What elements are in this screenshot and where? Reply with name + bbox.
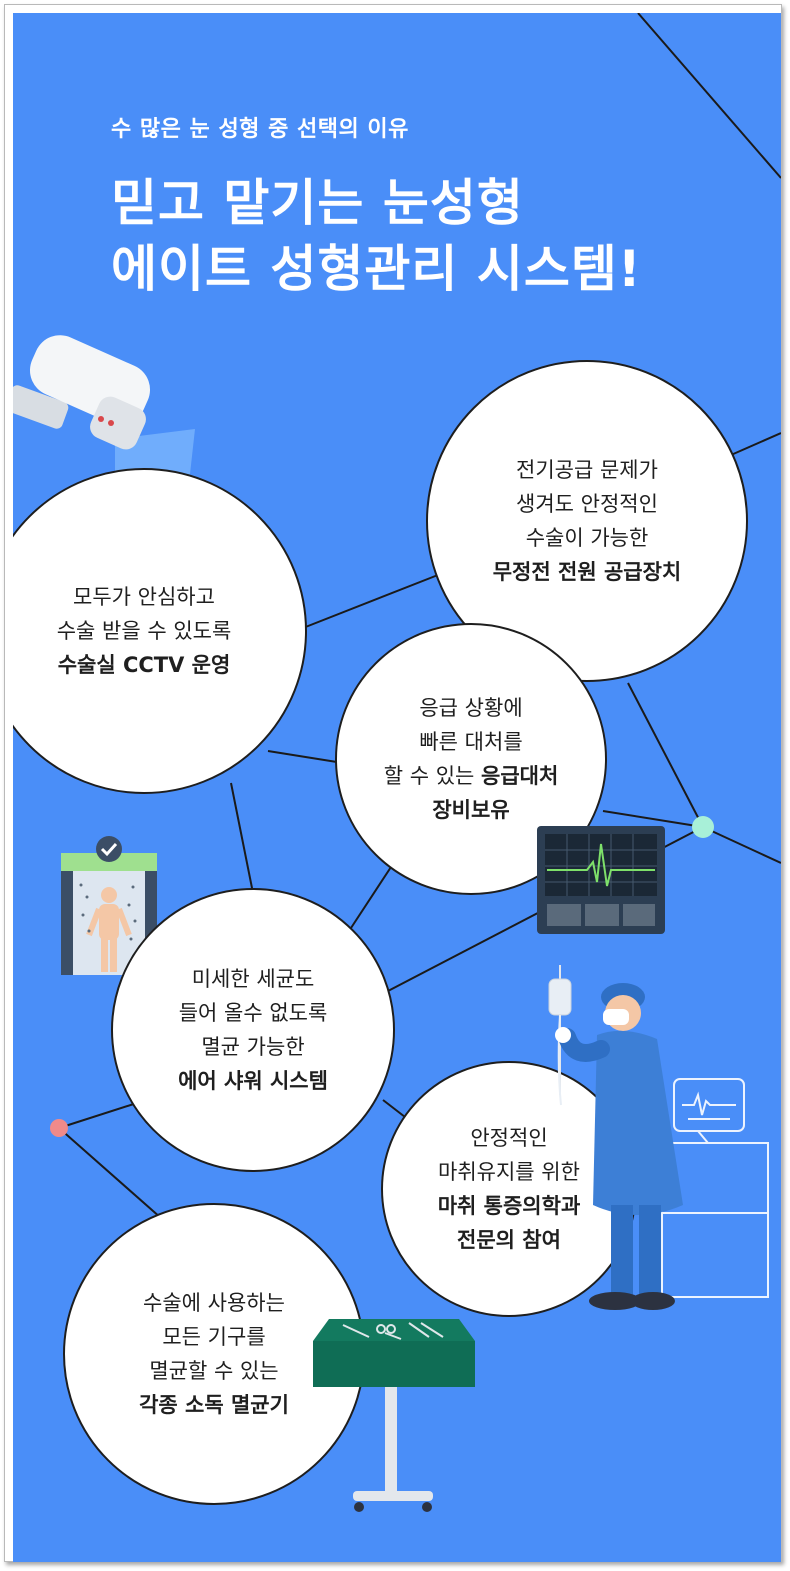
feature-emergency-title: 장비보유 [432, 798, 510, 822]
infographic-panel: 수 많은 눈 성형 중 선택의 이유 믿고 맡기는 눈성형 에이트 성형관리 시… [13, 13, 781, 1562]
feature-ups-line3: 수술이 가능한 [525, 526, 649, 550]
feature-cctv-line2: 수술 받을 수 있도록 [56, 619, 232, 643]
feature-airshower-line3: 멸균 가능한 [201, 1035, 305, 1059]
feature-anesthesia-title1: 마취 통증의학과 [437, 1194, 581, 1218]
feature-emergency-line3-bold: 응급대처 [481, 764, 559, 788]
title-line-2: 에이트 성형관리 시스템! [111, 240, 642, 298]
surgeon-illustration [548, 965, 683, 1310]
feature-emergency-line3-text: 할 수 있는 [383, 764, 482, 788]
feature-cctv-line1: 모두가 안심하고 [73, 585, 215, 609]
network-node-green [692, 816, 714, 838]
feature-anesthesia-title2: 전문의 참여 [457, 1228, 561, 1252]
feature-sterilizer: 수술에 사용하는 모든 기구를 멸균할 수 있는 각종 소독 멸균기 [63, 1203, 365, 1505]
subtitle: 수 많은 눈 성형 중 선택의 이유 [111, 117, 409, 142]
feature-emergency-line2: 빠른 대처를 [419, 730, 523, 754]
feature-anesthesia: 안정적인 마취유지를 위한 마취 통증의학과 전문의 참여 [381, 1061, 637, 1317]
feature-emergency-line1: 응급 상황에 [419, 696, 523, 720]
feature-airshower-line2: 들어 올수 없도록 [178, 1001, 328, 1025]
feature-emergency-line3: 할 수 있는 응급대처 [384, 759, 559, 793]
feature-sterilizer-title: 각종 소독 멸균기 [139, 1393, 289, 1417]
feature-ups-line1: 전기공급 문제가 [516, 458, 658, 482]
feature-cctv: 모두가 안심하고 수술 받을 수 있도록 수술실 CCTV 운영 [13, 468, 307, 794]
medical-monitor-icon [661, 1078, 769, 1298]
page-frame: 수 많은 눈 성형 중 선택의 이유 믿고 맡기는 눈성형 에이트 성형관리 시… [4, 4, 782, 1562]
feature-airshower-line1: 미세한 세균도 [191, 967, 315, 991]
network-node-pink [50, 1119, 68, 1137]
feature-anesthesia-line2: 마취유지를 위한 [438, 1160, 580, 1184]
ecg-monitor-icon [537, 826, 665, 934]
feature-cctv-title: 수술실 CCTV 운영 [57, 653, 231, 677]
feature-sterilizer-line3: 멸균할 수 있는 [149, 1359, 279, 1383]
cctv-camera-icon [13, 335, 195, 483]
feature-sterilizer-line2: 모든 기구를 [162, 1325, 266, 1349]
feature-anesthesia-line1: 안정적인 [470, 1126, 548, 1150]
instrument-tray-icon [313, 1319, 475, 1512]
feature-ups: 전기공급 문제가 생겨도 안정적인 수술이 가능한 무정전 전원 공급장치 [426, 360, 748, 682]
feature-airshower-title: 에어 샤워 시스템 [178, 1069, 328, 1093]
feature-ups-title: 무정전 전원 공급장치 [492, 560, 682, 584]
feature-airshower: 미세한 세균도 들어 올수 없도록 멸균 가능한 에어 샤워 시스템 [111, 888, 395, 1172]
feature-ups-line2: 생겨도 안정적인 [516, 492, 658, 516]
feature-sterilizer-line1: 수술에 사용하는 [143, 1291, 285, 1315]
title-line-1: 믿고 맡기는 눈성형 [111, 174, 524, 232]
